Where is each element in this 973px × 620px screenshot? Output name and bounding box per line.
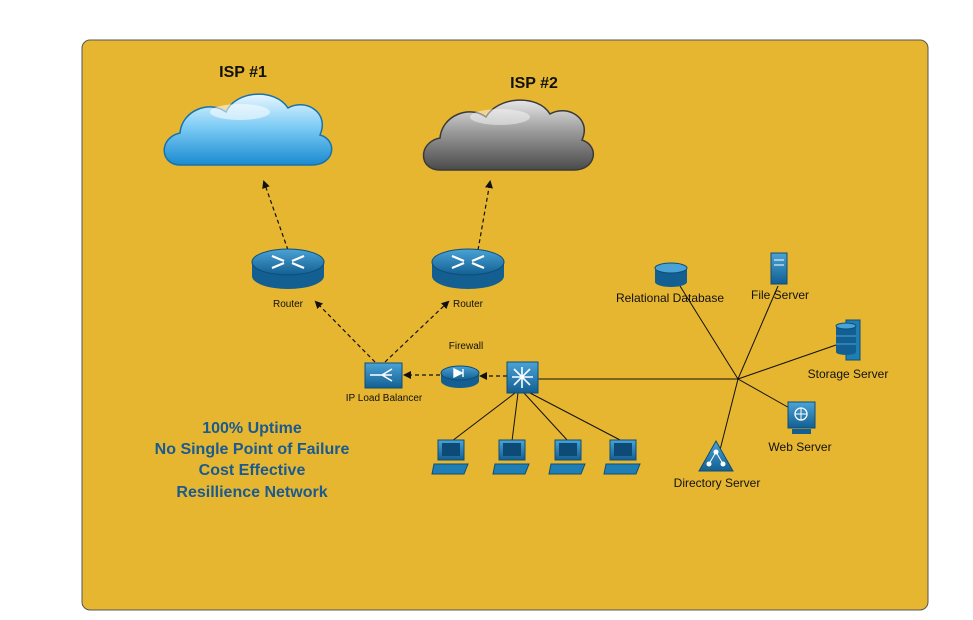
link-hub-webserver xyxy=(737,378,794,411)
link-hub-storage xyxy=(737,344,837,380)
link-switch-ws2 xyxy=(511,392,519,442)
workstation-icon xyxy=(603,439,641,475)
link-lb-router1 xyxy=(314,300,376,363)
link-hub-fileserver xyxy=(737,285,779,380)
router-icon xyxy=(431,248,505,289)
isp1-label: ISP #1 xyxy=(219,64,267,81)
database-icon xyxy=(654,262,688,287)
web-server-label: Web Server xyxy=(768,440,832,454)
web-server-icon xyxy=(787,401,816,434)
router2-label: Router xyxy=(452,299,484,310)
dashed-links xyxy=(262,180,507,380)
directory-server-label: Directory Server xyxy=(673,476,761,490)
router1-label: Router xyxy=(272,299,304,310)
load-balancer-icon xyxy=(364,362,403,389)
storage-server-icon xyxy=(835,319,861,361)
firewall-icon xyxy=(440,365,480,388)
link-router1-isp1 xyxy=(262,180,289,251)
directory-server-icon xyxy=(698,439,734,472)
file-server-label: File Server xyxy=(750,288,810,302)
load-balancer-label: IP Load Balancer xyxy=(345,393,423,404)
solid-links xyxy=(451,285,837,451)
isp2-label: ISP #2 xyxy=(510,75,558,92)
link-switch-ws3 xyxy=(523,392,569,442)
slogan-line-1: 100% Uptime xyxy=(202,420,302,437)
workstations xyxy=(431,439,641,475)
workstation-icon xyxy=(492,439,530,475)
link-hub-database xyxy=(679,285,739,380)
workstation-icon xyxy=(431,439,469,475)
link-switch-ws4 xyxy=(529,392,623,442)
link-router2-isp2 xyxy=(477,180,493,251)
link-switch-ws1 xyxy=(451,392,516,442)
grey-cloud-icon xyxy=(422,99,595,171)
file-server-icon xyxy=(770,252,788,285)
workstation-icon xyxy=(548,439,586,475)
blue-cloud-icon xyxy=(163,93,333,166)
layer3-switch-icon xyxy=(506,361,539,394)
firewall-label: Firewall xyxy=(448,341,484,352)
link-hub-directory xyxy=(719,378,739,451)
slogan-line-2: No Single Point of Failure xyxy=(154,441,350,458)
link-lb-router2 xyxy=(384,300,450,363)
storage-server-label: Storage Server xyxy=(807,367,889,381)
relational-database-label: Relational Database xyxy=(615,291,725,305)
slogan-line-3: Cost Effective xyxy=(198,462,306,479)
router-icon xyxy=(251,248,325,289)
slogan-line-4: Resillience Network xyxy=(176,484,328,501)
